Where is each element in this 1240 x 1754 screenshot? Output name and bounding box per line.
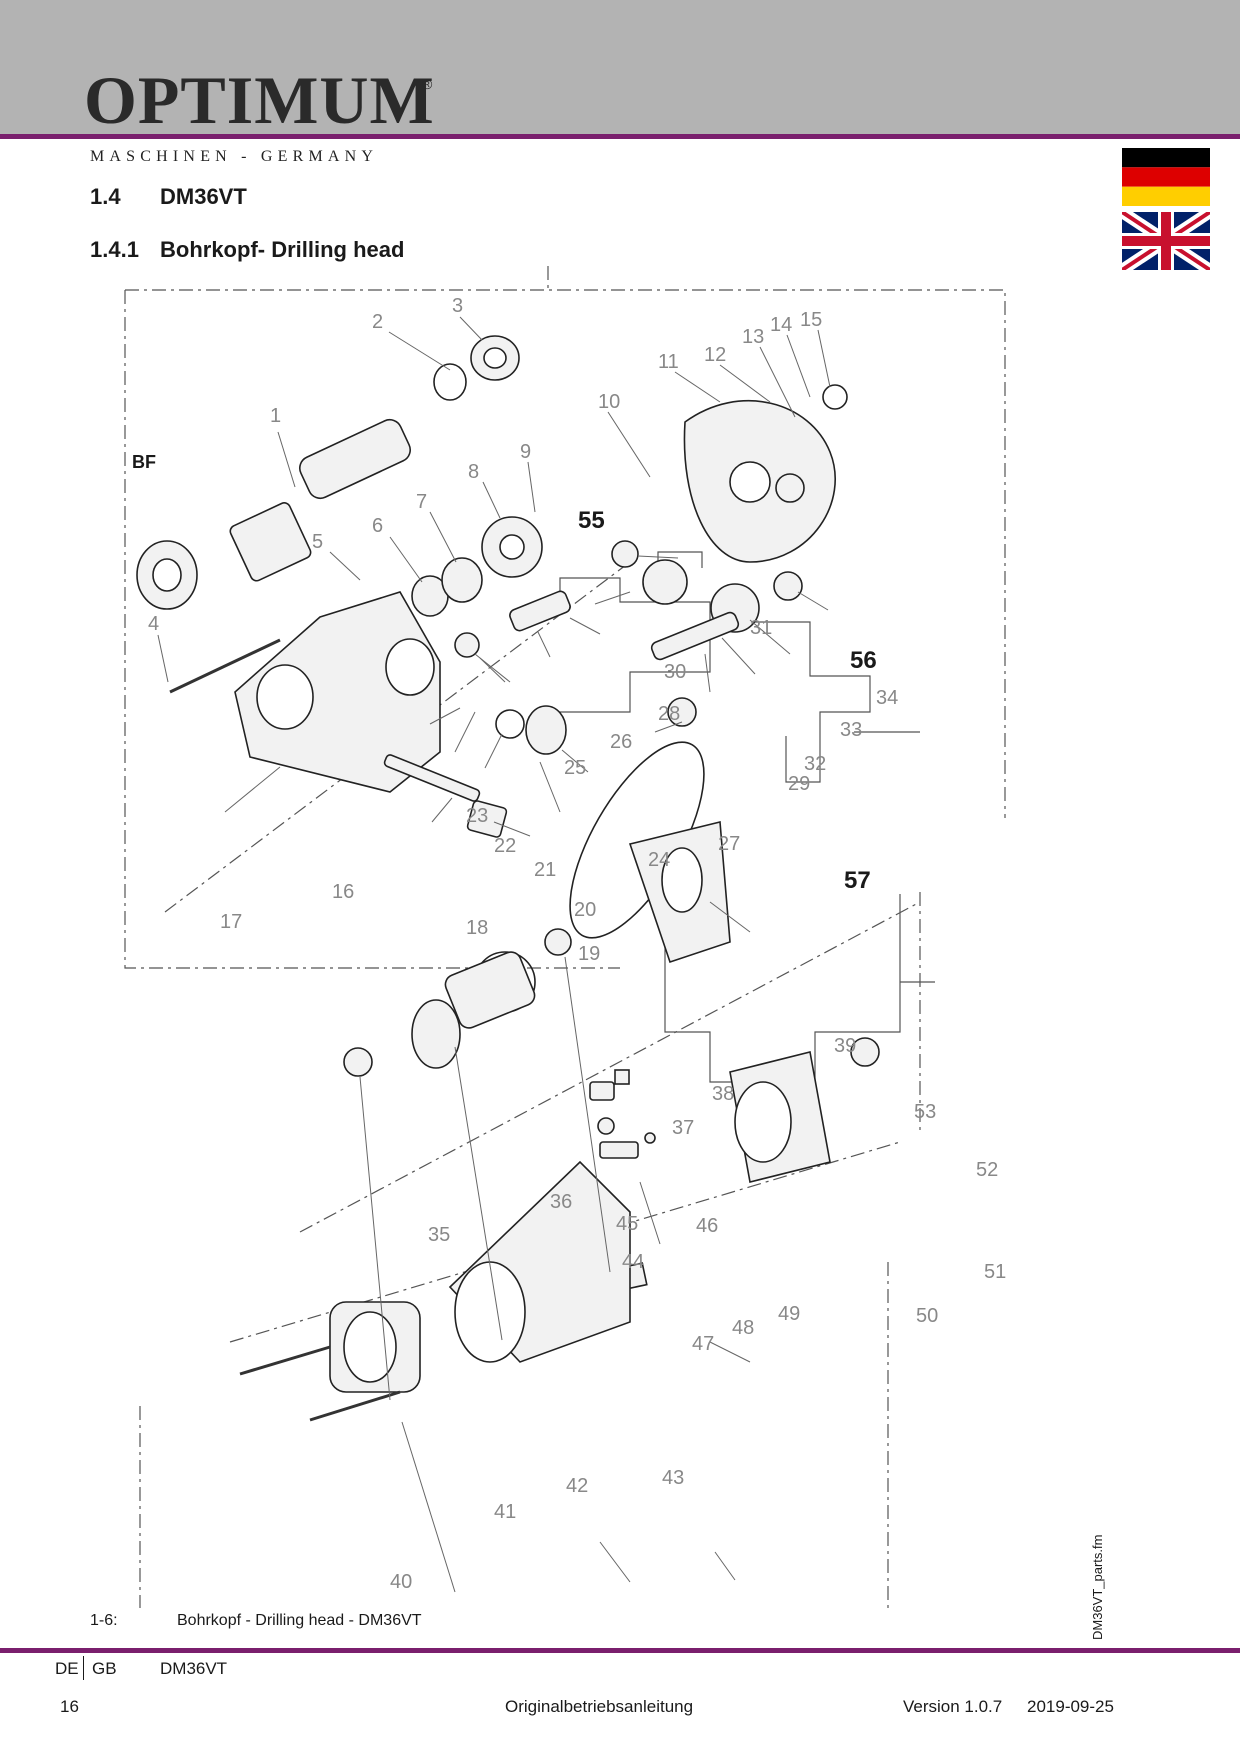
part-number-28: 28 bbox=[658, 703, 680, 725]
part-number-30: 30 bbox=[664, 661, 686, 683]
figure-caption-number: 1-6: bbox=[90, 1612, 118, 1629]
part-number-48: 48 bbox=[732, 1317, 754, 1339]
subsection-title: Bohrkopf- Drilling head bbox=[160, 237, 405, 262]
part-number-43: 43 bbox=[662, 1467, 684, 1489]
part-number-23: 23 bbox=[466, 805, 488, 827]
part-number-32: 32 bbox=[804, 753, 826, 775]
part-number-22: 22 bbox=[494, 835, 516, 857]
part-number-27: 27 bbox=[718, 833, 740, 855]
brand-tagline: MASCHINEN - GERMANY bbox=[90, 148, 379, 165]
part-number-42: 42 bbox=[566, 1475, 588, 1497]
part-number-16: 16 bbox=[332, 881, 354, 903]
part-number-49: 49 bbox=[778, 1303, 800, 1325]
part-number-46: 46 bbox=[696, 1215, 718, 1237]
part-number-4: 4 bbox=[148, 613, 159, 635]
part-number-9: 9 bbox=[520, 441, 531, 463]
language-separator bbox=[83, 1656, 84, 1680]
part-number-8: 8 bbox=[468, 461, 479, 483]
part-number-21: 21 bbox=[534, 859, 556, 881]
footer-version: Version 1.0.7 bbox=[903, 1697, 1003, 1716]
part-number-39: 39 bbox=[834, 1035, 856, 1057]
part-number-51: 51 bbox=[984, 1261, 1006, 1283]
part-number-34: 34 bbox=[876, 687, 898, 709]
part-number-52: 52 bbox=[976, 1159, 998, 1181]
part-number-41: 41 bbox=[494, 1501, 516, 1523]
footer-date: 2019-09-25 bbox=[1027, 1697, 1114, 1716]
part-number-20: 20 bbox=[574, 899, 596, 921]
uk-flag-icon bbox=[1122, 212, 1210, 270]
part-number-35: 35 bbox=[428, 1224, 450, 1246]
part-number-5: 5 bbox=[312, 531, 323, 553]
language-gb: GB bbox=[92, 1659, 117, 1678]
part-number-47: 47 bbox=[692, 1333, 714, 1355]
part-number-6: 6 bbox=[372, 515, 383, 537]
part-number-25: 25 bbox=[564, 757, 586, 779]
part-number-10: 10 bbox=[598, 391, 620, 413]
part-number-13: 13 bbox=[742, 326, 764, 348]
language-de: DE bbox=[55, 1659, 79, 1678]
group-label-56: 56 bbox=[850, 647, 877, 674]
header-band bbox=[0, 0, 1240, 134]
section-title: DM36VT bbox=[160, 184, 247, 209]
part-number-15: 15 bbox=[800, 309, 822, 331]
section-number: 1.4 bbox=[90, 184, 121, 209]
brand-logo: OPTIMUM bbox=[84, 62, 435, 138]
part-number-2: 2 bbox=[372, 311, 383, 333]
part-number-11: 11 bbox=[658, 351, 679, 373]
part-number-50: 50 bbox=[916, 1305, 938, 1327]
part-number-18: 18 bbox=[466, 917, 488, 939]
part-number-7: 7 bbox=[416, 491, 427, 513]
part-number-12: 12 bbox=[704, 344, 726, 366]
group-label-55: 55 bbox=[578, 507, 605, 534]
part-number-1: 1 bbox=[270, 405, 281, 427]
part-number-17: 17 bbox=[220, 911, 242, 933]
part-number-14: 14 bbox=[770, 314, 792, 336]
part-silhouettes bbox=[136, 335, 880, 1422]
page-number: 16 bbox=[60, 1697, 79, 1716]
exploded-parts-diagram: 1234567891011121314151617181920212223242… bbox=[124, 266, 1006, 1608]
header-rule bbox=[0, 134, 1240, 139]
label-bf: BF bbox=[132, 452, 156, 472]
brand-registered-mark: ® bbox=[422, 76, 433, 92]
footer-document-title: Originalbetriebsanleitung bbox=[505, 1697, 694, 1716]
german-flag-icon bbox=[1122, 148, 1210, 206]
part-number-3: 3 bbox=[452, 295, 463, 317]
figure-caption-text: Bohrkopf - Drilling head - DM36VT bbox=[177, 1612, 422, 1629]
subsection-number: 1.4.1 bbox=[90, 237, 139, 262]
part-number-38: 38 bbox=[712, 1083, 734, 1105]
part-number-36: 36 bbox=[550, 1191, 572, 1213]
part-number-24: 24 bbox=[648, 849, 670, 871]
part-number-31: 31 bbox=[750, 617, 772, 639]
part-number-45: 45 bbox=[616, 1213, 638, 1235]
side-file-label: DM36VT_parts.fm bbox=[1090, 1534, 1105, 1640]
footer-rule bbox=[0, 1648, 1240, 1653]
part-number-33: 33 bbox=[840, 719, 862, 741]
part-number-44: 44 bbox=[622, 1251, 644, 1273]
leader-lines bbox=[157, 316, 831, 1593]
part-number-19: 19 bbox=[578, 943, 600, 965]
part-number-26: 26 bbox=[610, 731, 632, 753]
part-number-37: 37 bbox=[672, 1117, 694, 1139]
part-number-53: 53 bbox=[914, 1101, 936, 1123]
part-number-29: 29 bbox=[788, 773, 810, 795]
footer-model: DM36VT bbox=[160, 1659, 228, 1678]
group-label-57: 57 bbox=[844, 867, 871, 894]
part-number-40: 40 bbox=[390, 1571, 412, 1593]
